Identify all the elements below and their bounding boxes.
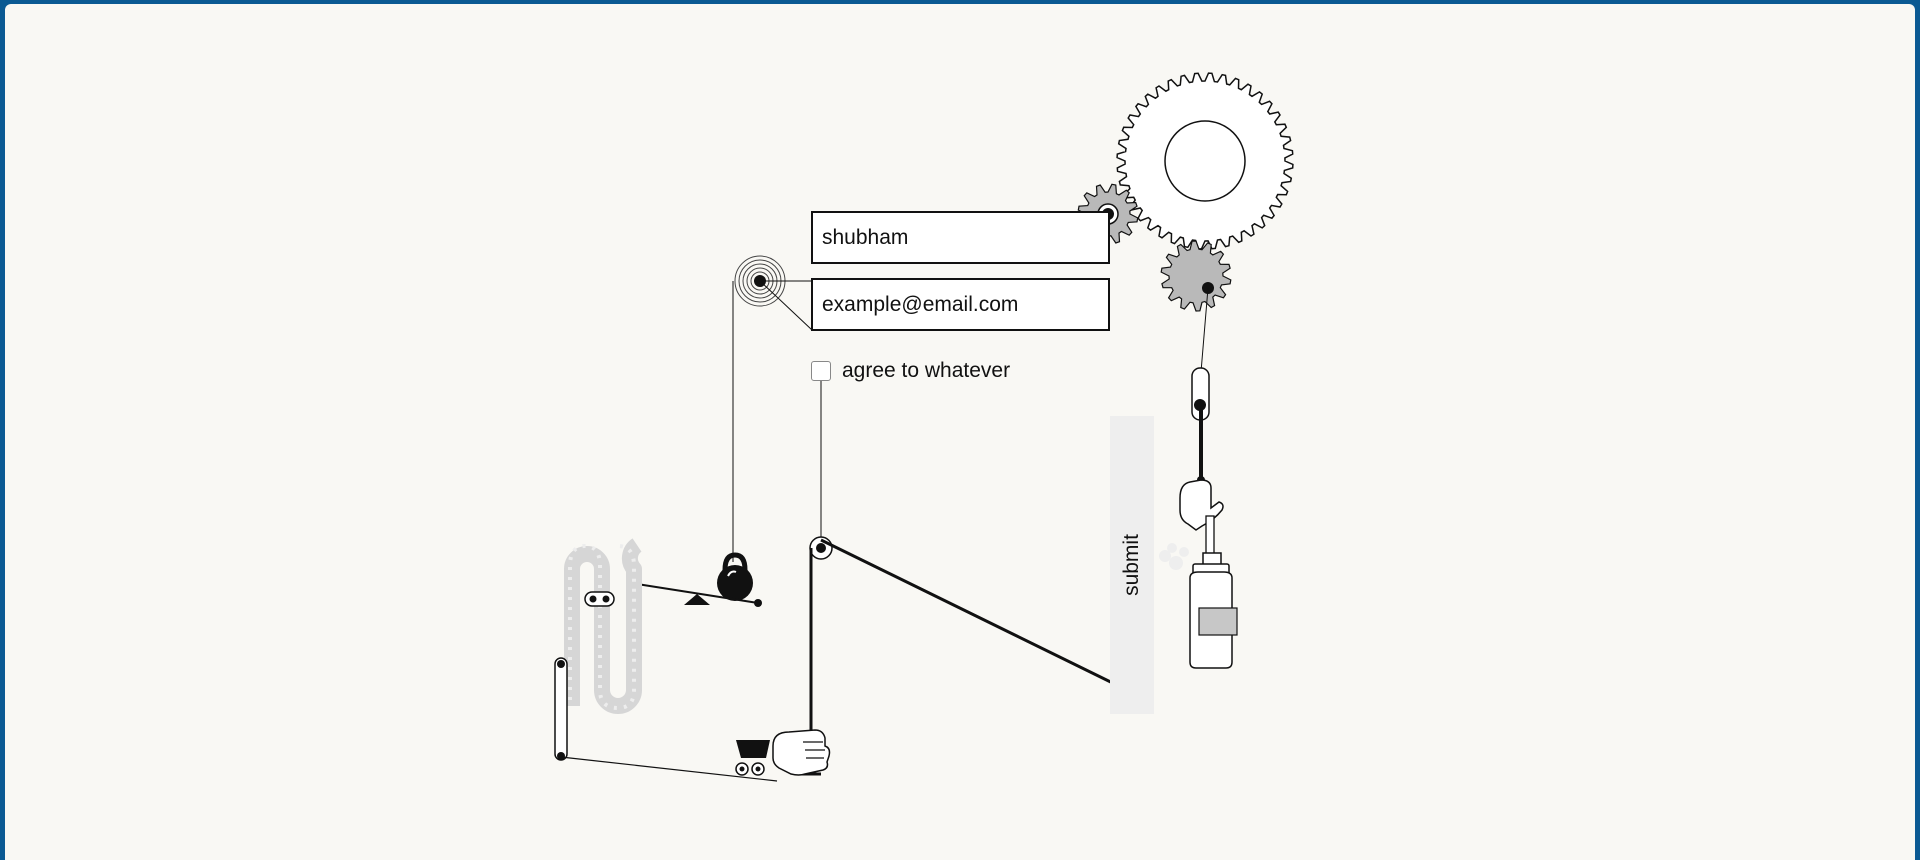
hook-icon xyxy=(1191,367,1210,484)
gear-rope xyxy=(1200,287,1209,373)
agree-checkbox-label: agree to whatever xyxy=(842,359,1011,382)
agree-checkbox-row: agree to whatever xyxy=(811,358,1010,384)
spray-bottle-icon xyxy=(1159,543,1238,669)
small-gear-icon xyxy=(1160,240,1232,312)
large-gear-icon xyxy=(1116,72,1294,250)
submit-button-label: submit xyxy=(1120,534,1143,596)
kettlebell-icon xyxy=(717,552,753,601)
email-field[interactable] xyxy=(811,278,1110,331)
pointing-hand-icon xyxy=(772,729,831,776)
spiral-spring-icon xyxy=(732,255,813,562)
pulley-icon xyxy=(801,380,1132,776)
agree-checkbox[interactable] xyxy=(811,361,831,381)
mine-cart-icon xyxy=(735,740,770,776)
submit-button[interactable]: submit xyxy=(1110,416,1154,714)
pointing-hand-icon xyxy=(1179,479,1224,557)
name-field[interactable] xyxy=(811,211,1110,264)
page-background xyxy=(5,4,1915,860)
chain-track-icon xyxy=(554,538,778,782)
